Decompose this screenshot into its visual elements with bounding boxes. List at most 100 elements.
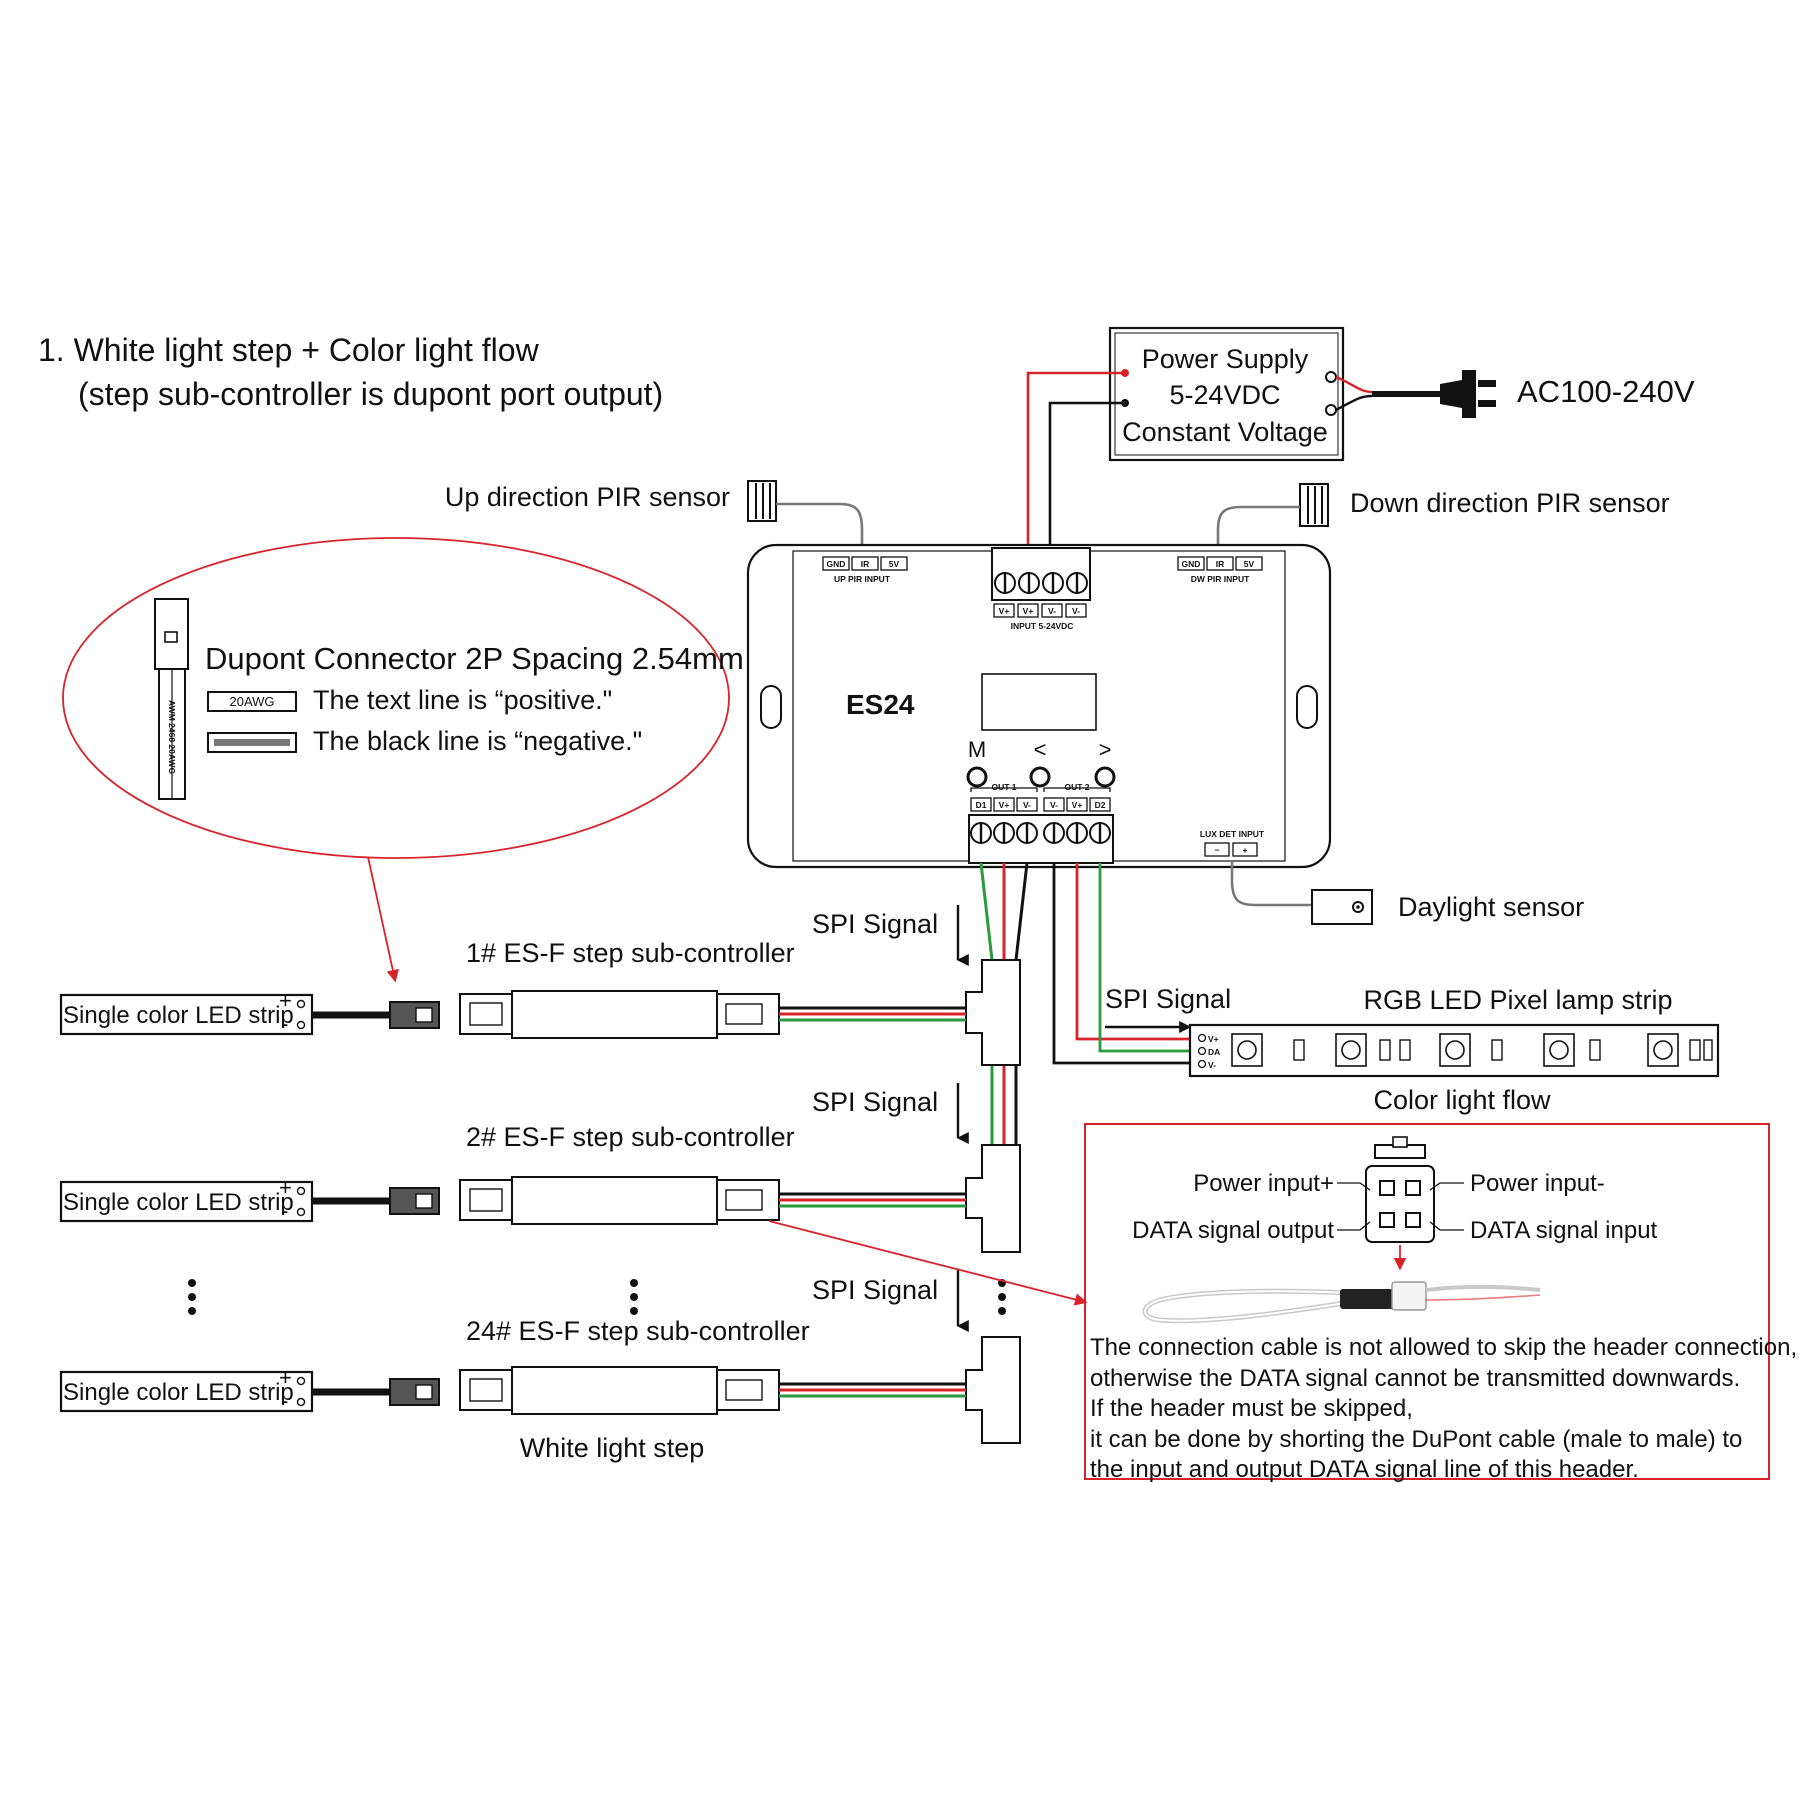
svg-text:-: -	[281, 1198, 288, 1223]
up-pir-label: Up direction PIR sensor	[445, 482, 730, 512]
rgb-pixel-strip: RGB LED Pixel lamp strip V+ DA V- Color …	[1188, 985, 1720, 1115]
led-strip-1-label: Single color LED strip	[63, 1002, 294, 1029]
svg-text:GND: GND	[1182, 559, 1201, 569]
svg-text:-: -	[281, 1388, 288, 1413]
svg-text:V-: V-	[1208, 1060, 1216, 1070]
svg-text:V-: V-	[1072, 606, 1080, 616]
out2-wires	[1052, 863, 1195, 1065]
out2-label: OUT 2	[1064, 782, 1089, 792]
svg-text:V+: V+	[1023, 606, 1034, 616]
cable-print: AWM 2468 20AWG	[167, 700, 177, 775]
power-supply-line-1: Power Supply	[1142, 344, 1309, 374]
out1-trunk-wires	[979, 862, 1029, 1145]
power-input-minus-label: Power input-	[1470, 1170, 1605, 1197]
lux-port-label: LUX DET INPUT	[1200, 829, 1265, 839]
light-sensor-icon	[1352, 901, 1364, 913]
power-supply-box	[1108, 326, 1345, 462]
svg-text:DA: DA	[1208, 1047, 1220, 1057]
svg-text:IR: IR	[861, 559, 870, 569]
ac-plug: AC100-240V	[1335, 370, 1695, 418]
down-pir-label: Down direction PIR sensor	[1350, 488, 1670, 518]
button-m[interactable]	[966, 766, 988, 788]
spi-label-3: SPI Signal	[812, 1275, 938, 1305]
down-pir-port-label: DW PIR INPUT	[1191, 574, 1250, 584]
title-line-1: 1. White light step + Color light flow	[38, 332, 540, 368]
sub-controller-2-label: 2# ES-F step sub-controller	[466, 1122, 795, 1152]
color-light-flow-label: Color light flow	[1373, 1085, 1551, 1115]
sub-controller-2-socket	[459, 1179, 513, 1221]
power-supply-line-3: Constant Voltage	[1122, 417, 1328, 447]
spi-label-rgb: SPI Signal	[1105, 984, 1231, 1014]
data-signal-input-label: DATA signal input	[1470, 1217, 1658, 1244]
button-m-label: M	[968, 737, 986, 762]
led-strip-24	[59, 1370, 314, 1413]
svg-text:D2: D2	[1095, 800, 1106, 810]
ac-voltage-label: AC100-240V	[1517, 374, 1695, 409]
svg-text:V+: V+	[1208, 1034, 1219, 1044]
title-block: 1. White light step + Color light flow (…	[38, 332, 663, 412]
led-strip-2	[59, 1180, 314, 1223]
resistors	[1293, 1039, 1713, 1061]
up-pir-port-label: UP PIR INPUT	[834, 574, 891, 584]
power-supply-line-2: 5-24VDC	[1169, 380, 1280, 410]
output-terminal: OUT 1 OUT 2 D1 V+ V- V- V+ D2	[968, 782, 1114, 864]
dupont-callout: AWM 2468 20AWG Dupont Connector 2P Spaci…	[62, 537, 744, 983]
led-strip-24-label: Single color LED strip	[63, 1379, 294, 1406]
spi-label-1: SPI Signal	[812, 909, 938, 939]
svg-text:D1: D1	[976, 800, 987, 810]
svg-text:V+: V+	[999, 606, 1010, 616]
svg-text:+: +	[279, 988, 292, 1013]
sub-controller-2-body	[511, 1176, 718, 1225]
tee-junction-2	[965, 1144, 1021, 1253]
pixel-leds	[1231, 1033, 1679, 1067]
svg-text:V-: V-	[1023, 800, 1031, 810]
title-line-2: (step sub-controller is dupont port outp…	[78, 376, 663, 412]
svg-text:−: −	[1215, 845, 1220, 855]
controller-buttons: M < >	[966, 737, 1116, 788]
svg-text:V+: V+	[999, 800, 1010, 810]
spi-label-2: SPI Signal	[812, 1087, 938, 1117]
header-note-line-4: it can be done by shorting the DuPont ca…	[1090, 1426, 1742, 1453]
button-right[interactable]	[1094, 766, 1116, 788]
svg-text:IR: IR	[1216, 559, 1225, 569]
mount-hole-right	[1296, 685, 1318, 729]
out1-label: OUT 1	[991, 782, 1016, 792]
sub-controller-row-3: 24# ES-F step sub-controller Single colo…	[59, 1316, 966, 1463]
positive-wire-sample	[207, 691, 297, 712]
header-note-line-5: the input and output DATA signal line of…	[1090, 1456, 1639, 1483]
tee-junction-1	[965, 959, 1021, 1066]
dupont-positive-text: The text line is “positive."	[313, 685, 612, 715]
daylight-sensor: Daylight sensor	[1230, 860, 1584, 925]
spi-labels: SPI Signal SPI Signal SPI Signal SPI Sig…	[812, 905, 1231, 1332]
led-strip-1	[59, 993, 314, 1036]
sub-controller-24-body	[511, 1366, 718, 1415]
sub-controller-1-socket	[459, 993, 513, 1035]
header-connector-icon	[1365, 1136, 1435, 1271]
svg-text:+: +	[279, 1175, 292, 1200]
model-name: ES24	[846, 689, 915, 720]
svg-text:V-: V-	[1048, 606, 1056, 616]
input-terminal: V+ V+ V- V- INPUT 5-24VDC	[991, 547, 1091, 631]
svg-text:+: +	[279, 1365, 292, 1390]
svg-text:V-: V-	[1050, 800, 1058, 810]
sub-controller-1-body	[511, 990, 718, 1039]
mount-hole-left	[760, 685, 782, 729]
svg-text:-: -	[281, 1011, 288, 1036]
white-light-step-label: White light step	[520, 1433, 705, 1463]
svg-text:+: +	[1243, 845, 1248, 855]
display-window	[981, 673, 1097, 731]
lux-port: LUX DET INPUT − +	[1200, 829, 1265, 857]
data-signal-output-label: DATA signal output	[1132, 1217, 1334, 1244]
up-pir-port: GND IR 5V UP PIR INPUT	[822, 556, 908, 584]
button-left[interactable]	[1029, 766, 1051, 788]
up-pir-sensor: Up direction PIR sensor	[445, 480, 864, 550]
svg-text:GND: GND	[827, 559, 846, 569]
svg-text:5V: 5V	[1244, 559, 1255, 569]
svg-text:V+: V+	[1072, 800, 1083, 810]
header-note-callout: Power input+ Power input- DATA signal ou…	[768, 1123, 1797, 1483]
header-cable-illustration	[1142, 1281, 1541, 1324]
tee-junction-3	[965, 1336, 1021, 1444]
es24-controller: ES24 GND IR 5V UP PIR INPUT GND IR 5V DW…	[746, 543, 1332, 869]
plug-icon	[1440, 370, 1476, 418]
